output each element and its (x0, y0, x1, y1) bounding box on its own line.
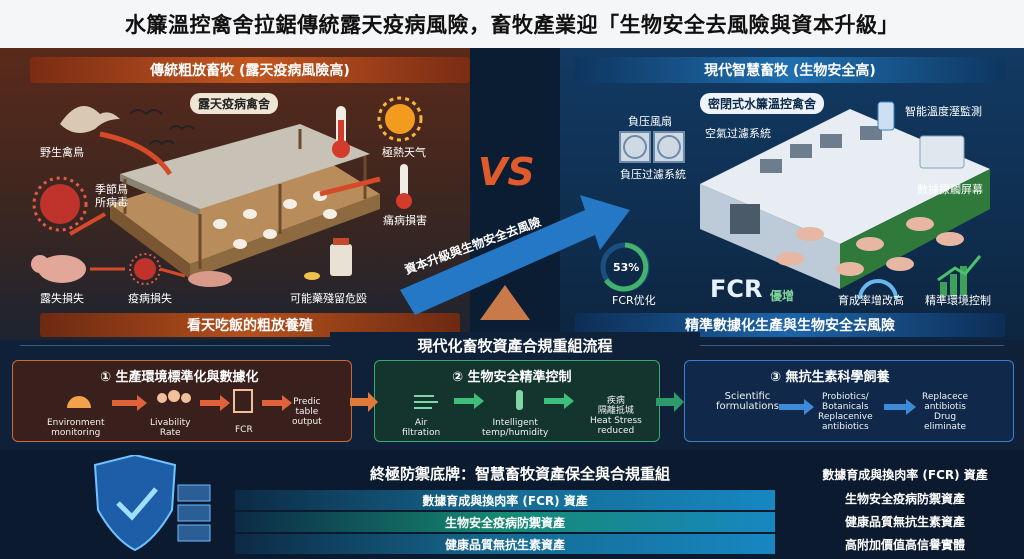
bar-chart-icon (940, 266, 967, 296)
fan-icon (619, 131, 685, 163)
step-predictable-output: Predic table output (292, 397, 322, 427)
step-livability-rate: Livability Rate (150, 418, 191, 438)
step-air-filtration: Air filtration (402, 418, 441, 438)
thermometer-icon (516, 390, 523, 410)
thermometer-icon (332, 106, 350, 158)
seesaw-pivot (480, 285, 530, 320)
right-list-antibiotic-free: 健康品質無抗生素資產 (844, 515, 965, 529)
asset-bar-antibiotic-free: 健康品質無抗生素資產 (235, 534, 775, 554)
negative-fan-label: 負压風扇 (628, 115, 672, 128)
open-air-farm-illustration (31, 96, 423, 287)
fcr-gauge-icon (600, 242, 650, 292)
barn-floor (110, 144, 380, 264)
closed-house-roof (700, 109, 990, 244)
box-connector-arrows (350, 392, 684, 412)
sun-icon (377, 96, 423, 142)
sunrise-icon (67, 396, 91, 408)
shield-server-graphic (93, 455, 211, 552)
process-head-1: ① 生產環境標準化與數據化 (100, 370, 259, 385)
asset-bar-biosecurity: 生物安全疫病防禦資產 (235, 512, 775, 532)
closed-house-tag: 密閉式水簾溫控禽舍 (700, 93, 825, 114)
process-head-3: ③ 無抗生素科學飼養 (770, 370, 890, 385)
step-scientific-formulations: Scientific formulations (716, 391, 779, 412)
process-head-2: ② 生物安全精準控制 (452, 370, 572, 385)
smartphone-icon (877, 101, 895, 131)
smart-farm-illustration (600, 101, 990, 300)
precision-control-label: 精準環境控制 (925, 294, 991, 307)
bottom-title: 終極防禦底牌：智慧畜牧資產保全與合規重組 (369, 464, 670, 483)
sick-animal-icon (188, 271, 232, 287)
virus-icon (32, 176, 88, 232)
process-box-antibiotic-free (684, 360, 1014, 442)
medicine-bottle-icon (304, 238, 352, 280)
smart-monitor-label: 智能溫度溼監測 (905, 105, 982, 118)
step-probiotics: Probiotics/ Botanicals Replacenive antib… (818, 392, 873, 432)
fcr-optimization-label: FCR优化 (612, 294, 656, 307)
drug-residue-label: 可能藥殘留危殴 (290, 292, 367, 305)
process-title: 現代化畜牧資產合規重組流程 (330, 332, 700, 358)
right-list-high-value: 高附加價值高信譽實體 (844, 538, 965, 552)
step-intelligent-temp: Intelligent temp/humidity (482, 418, 549, 438)
data-screen-label: 數據揼觸屏幕 (917, 183, 983, 196)
people-icon (157, 390, 191, 403)
process-2-icons (414, 390, 574, 410)
right-list-biosecurity: 生物安全疫病防禦資產 (844, 492, 965, 506)
barn-roof (120, 124, 370, 209)
vs-label: VS (478, 150, 535, 194)
right-list-fcr: 數據育成與換肉率 (FCR) 資產 (822, 468, 988, 482)
fcr-big-label: FCR (710, 275, 763, 303)
open-air-house-tag: 露天疫病禽舍 (190, 93, 279, 114)
page-title: 水簾溫控禽舍拉鋸傳統露天疫病風險，畜牧產業迎「生物安全去風險與資本升級」 (0, 0, 1024, 48)
server-icon (177, 484, 211, 542)
step-replace-antibiotics: Replacece antibiotis Drug eliminate (922, 392, 969, 432)
house-door (730, 204, 760, 234)
disease-harm-label: 痛病損害 (383, 214, 427, 227)
negative-filter-label: 負压过濾系統 (620, 168, 686, 181)
shield-icon (93, 455, 177, 552)
virus-small-icon (129, 253, 161, 285)
heat-label: 極熱天气 (382, 146, 426, 159)
wild-birds-label: 野生禽鳥 (40, 146, 84, 159)
traditional-banner: 傳統粗放畜牧 (露天疫病風險高) (30, 57, 470, 83)
process-3-arrows (779, 399, 916, 415)
document-chart-icon (233, 389, 253, 413)
step-fcr: FCR (235, 425, 253, 435)
monitor-icon (919, 135, 965, 169)
growth-rate-label: 育成率增改高 (838, 294, 904, 307)
migratory-virus-label: 季節鳥 所病毒 (95, 183, 128, 209)
air-filter-label: 空氣过濾系統 (705, 127, 771, 140)
disease-loss-label: 疫病損失 (128, 292, 172, 305)
modern-banner: 現代智慧畜牧 (生物安全高) (575, 57, 1005, 83)
wind-icon (414, 395, 438, 409)
loss-label: 露失損失 (40, 292, 84, 305)
center-transition-graphic (400, 195, 630, 320)
asset-bar-fcr: 數據育成與換肉率 (FCR) 資產 (235, 490, 775, 510)
thermometer-small-icon (396, 164, 412, 209)
fcr-percent: 53% (613, 261, 640, 274)
upgrade-arrow-icon (400, 195, 630, 315)
growth-gauge-icon (858, 279, 898, 300)
fcr-improve-label: 優增 (770, 289, 795, 303)
process-1-icons (67, 389, 292, 413)
step-heat-stress: 疾病 隔離抵城 Heat Stress reduced (590, 396, 642, 436)
pig-icon (31, 255, 86, 283)
step-environment-monitoring: Environment monitoring (47, 418, 105, 438)
traditional-footer: 看天吃飯的粗放養殖 (40, 313, 460, 337)
